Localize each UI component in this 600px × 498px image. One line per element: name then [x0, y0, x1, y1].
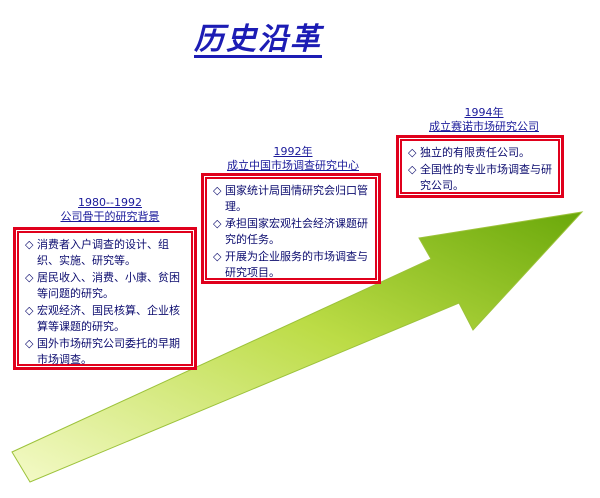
list-item: ◇ 宏观经济、国民核算、企业核算等课题的研究。 — [25, 304, 180, 333]
stage-2-heading: 成立中国市场调查研究中心 — [227, 159, 359, 172]
stage-1-header: 1980--1992 公司骨干的研究背景 — [20, 196, 200, 224]
stage-3-box: ◇ 独立的有限责任公司。 ◇ 全国性的专业市场调查与研究公司。 — [396, 135, 564, 198]
stage-3-heading: 成立赛诺市场研究公司 — [429, 120, 539, 133]
list-item: ◇ 居民收入、消费、小康、贫困等问题的研究。 — [25, 271, 180, 300]
arrow-body — [11, 211, 584, 483]
bullet-icon: ◇ — [25, 238, 34, 251]
stage-2-header: 1992年 成立中国市场调查研究中心 — [200, 145, 386, 173]
list-item: ◇ 承担国家宏观社会经济课题研究的任务。 — [213, 217, 368, 246]
stage-2-box: ◇ 国家统计局国情研究会归口管理。 ◇ 承担国家宏观社会经济课题研究的任务。 ◇… — [201, 173, 381, 284]
stage-1-box: ◇ 消费者入户调查的设计、组织、实施、研究等。 ◇ 居民收入、消费、小康、贫困等… — [13, 227, 197, 370]
stage-1-heading: 公司骨干的研究背景 — [60, 210, 160, 223]
list-item: ◇ 开展为企业服务的市场调查与研究项目。 — [213, 250, 368, 279]
bullet-icon: ◇ — [408, 146, 417, 159]
page-title: 历史沿革 — [194, 22, 322, 57]
stage-3-year: 1994年 — [464, 106, 504, 119]
bullet-icon: ◇ — [213, 250, 222, 263]
bullet-icon: ◇ — [213, 217, 222, 230]
list-item: ◇ 消费者入户调查的设计、组织、实施、研究等。 — [25, 238, 169, 267]
list-item: ◇ 独立的有限责任公司。 — [408, 146, 530, 159]
list-item: ◇ 国家统计局国情研究会归口管理。 — [213, 184, 368, 213]
stage-2-year: 1992年 — [273, 145, 313, 158]
bullet-icon: ◇ — [25, 337, 34, 350]
bullet-icon: ◇ — [408, 163, 417, 176]
list-item: ◇ 全国性的专业市场调查与研究公司。 — [408, 163, 552, 192]
bullet-icon: ◇ — [213, 184, 222, 197]
bullet-icon: ◇ — [25, 304, 34, 317]
list-item: ◇ 国外市场研究公司委托的早期市场调查。 — [25, 337, 180, 366]
stage-3-header: 1994年 成立赛诺市场研究公司 — [396, 106, 572, 134]
stage-1-year: 1980--1992 — [78, 196, 142, 209]
bullet-icon: ◇ — [25, 271, 34, 284]
